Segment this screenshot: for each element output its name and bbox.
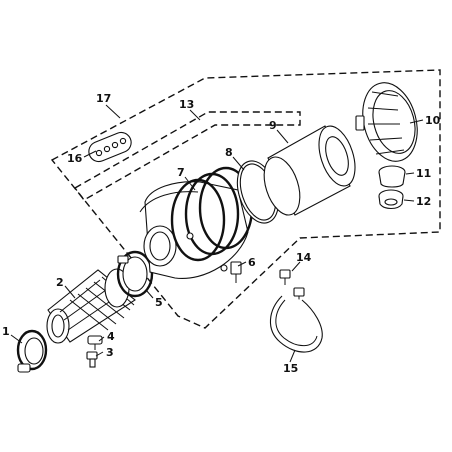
callout-10: 10 <box>425 114 441 127</box>
callout-13: 13 <box>179 98 194 111</box>
part-7-housing <box>139 166 254 280</box>
part-1-clamp <box>16 329 48 373</box>
part-15-mounting-band <box>269 295 323 353</box>
callout-3: 3 <box>106 346 114 359</box>
callout-14: 14 <box>296 251 312 264</box>
part-12-valve-cap <box>378 189 404 210</box>
assembly-13-boundary <box>50 69 441 329</box>
callout-7: 7 <box>177 166 185 179</box>
callout-5: 5 <box>155 296 163 309</box>
callout-16: 16 <box>67 152 83 165</box>
callout-1: 1 <box>2 325 10 338</box>
part-11-valve <box>378 165 406 188</box>
callout-2: 2 <box>56 276 64 289</box>
part-2-intake-hose <box>46 268 136 344</box>
callout-11: 11 <box>416 167 431 180</box>
assembly-17-boundary <box>73 111 301 201</box>
part-3-fitting <box>86 351 98 368</box>
callout-6: 6 <box>248 256 256 269</box>
part-9-filter-element <box>263 125 356 216</box>
leader-lines <box>10 104 424 363</box>
part-5-clamp <box>116 250 154 298</box>
part-6-bolt <box>220 261 242 283</box>
part-10-end-cover <box>355 82 418 162</box>
part-16-grommet <box>88 131 132 163</box>
callout-12: 12 <box>416 195 431 208</box>
callout-17: 17 <box>96 92 111 105</box>
callout-15: 15 <box>283 362 298 375</box>
callout-9: 9 <box>269 119 277 132</box>
callout-8: 8 <box>225 146 233 159</box>
part-4-sensor <box>87 335 103 350</box>
callout-4: 4 <box>107 330 115 343</box>
